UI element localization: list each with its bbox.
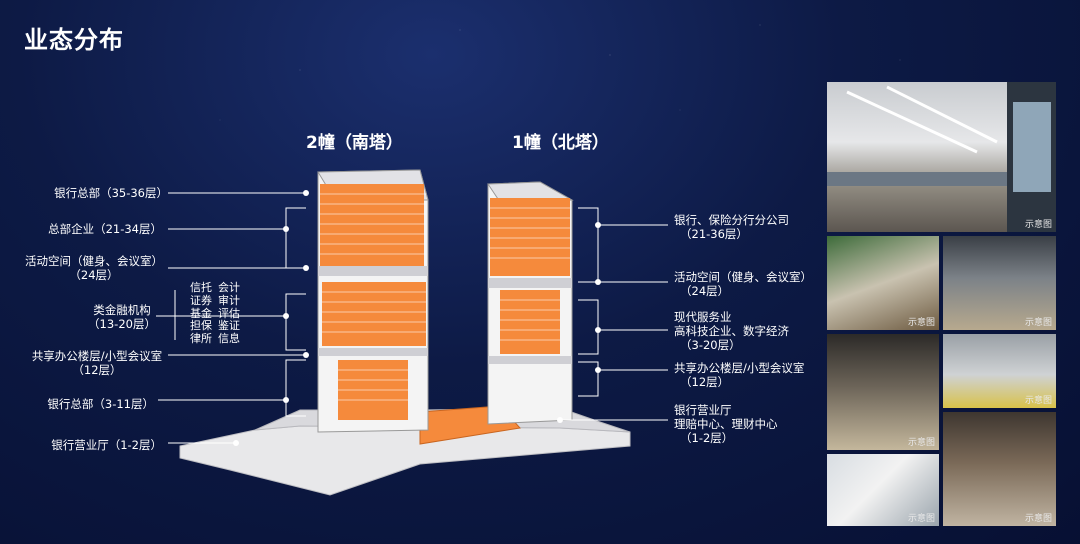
south-orange-mid: [322, 282, 426, 346]
photo-tag: 示意图: [907, 318, 935, 328]
left-leader-lines: [156, 192, 306, 444]
page-title: 业态分布: [24, 26, 124, 54]
north-band-12: [488, 356, 572, 364]
photo-shopper: 示意图: [827, 454, 939, 526]
right-leader-lines: [560, 207, 668, 421]
label-bank-hall: 银行营业厅（1-2层）: [51, 438, 162, 452]
photo-tag: 示意图: [1024, 220, 1052, 230]
label-activity-right: 活动空间（健身、会议室） （24层）: [674, 270, 812, 298]
fin-item: 鉴证: [218, 319, 240, 333]
photo-lecture-hall: 示意图: [943, 412, 1056, 526]
floor-lines: [320, 193, 570, 401]
fin-item: 信托: [190, 281, 212, 294]
left-leader-dots: [233, 190, 309, 446]
label-shared-right: 共享办公楼层/小型会议室 （12层）: [674, 361, 805, 389]
north-tower: [487, 181, 574, 425]
photo-tag: 示意图: [907, 438, 935, 448]
south-orange-top: [320, 184, 424, 266]
fin-item: 审计: [218, 293, 240, 307]
fin-item: 证券: [190, 293, 212, 307]
photo-atrium: 示意图: [827, 236, 939, 330]
north-orange-top: [490, 198, 570, 276]
label-bank-hq-low: 银行总部（3-11层）: [47, 397, 154, 411]
fin-item: 律所: [190, 332, 212, 346]
fin-item: 基金: [190, 306, 212, 320]
south-tower-label: 2幢（南塔）: [306, 133, 403, 153]
label-bank-insurance: 银行、保险分行分公司 （21-36层）: [674, 213, 789, 241]
north-tower-label: 1幢（北塔）: [512, 133, 609, 153]
fin-item: 会计: [218, 281, 240, 294]
label-shared-left: 共享办公楼层/小型会议室 （12层）: [31, 349, 163, 377]
label-modern-services: 现代服务业 高科技企业、数字经济 （3-20层）: [674, 310, 789, 352]
label-activity-left: 活动空间（健身、会议室） （24层）: [25, 254, 163, 282]
photo-meeting-room: 示意图: [943, 236, 1056, 330]
label-financial: 类金融机构 （13-20层）: [88, 303, 156, 331]
photo-parking: 示意图: [943, 334, 1056, 408]
south-tower: [317, 169, 429, 433]
south-band-12: [318, 348, 428, 356]
south-band-24: [318, 266, 428, 276]
fin-item: 担保: [190, 319, 212, 333]
photo-tag: 示意图: [907, 514, 935, 524]
right-leader-dots: [557, 222, 601, 423]
photo-open-office-art: [827, 82, 1056, 232]
fin-item: 信息: [218, 332, 240, 346]
north-band-24: [488, 278, 572, 288]
photo-tag: 示意图: [1024, 318, 1052, 328]
financial-types-grid: 信托 会计 证券 审计 基金 评估 担保 鉴证 律所 信息: [190, 281, 240, 346]
photo-open-office: 示意图: [827, 82, 1056, 232]
photo-tag: 示意图: [1024, 396, 1052, 406]
label-bank-hall-right: 银行营业厅 理赔中心、理财中心 （1-2层）: [674, 403, 778, 445]
label-bank-hq-top: 银行总部（35-36层）: [54, 186, 168, 200]
north-orange-mid: [500, 290, 560, 354]
label-hq-enterprise: 总部企业（21-34层）: [48, 222, 162, 236]
podium-base: [179, 425, 631, 496]
photo-canteen: 示意图: [827, 334, 939, 450]
photo-tag: 示意图: [1024, 514, 1052, 524]
fin-item: 评估: [218, 306, 240, 320]
